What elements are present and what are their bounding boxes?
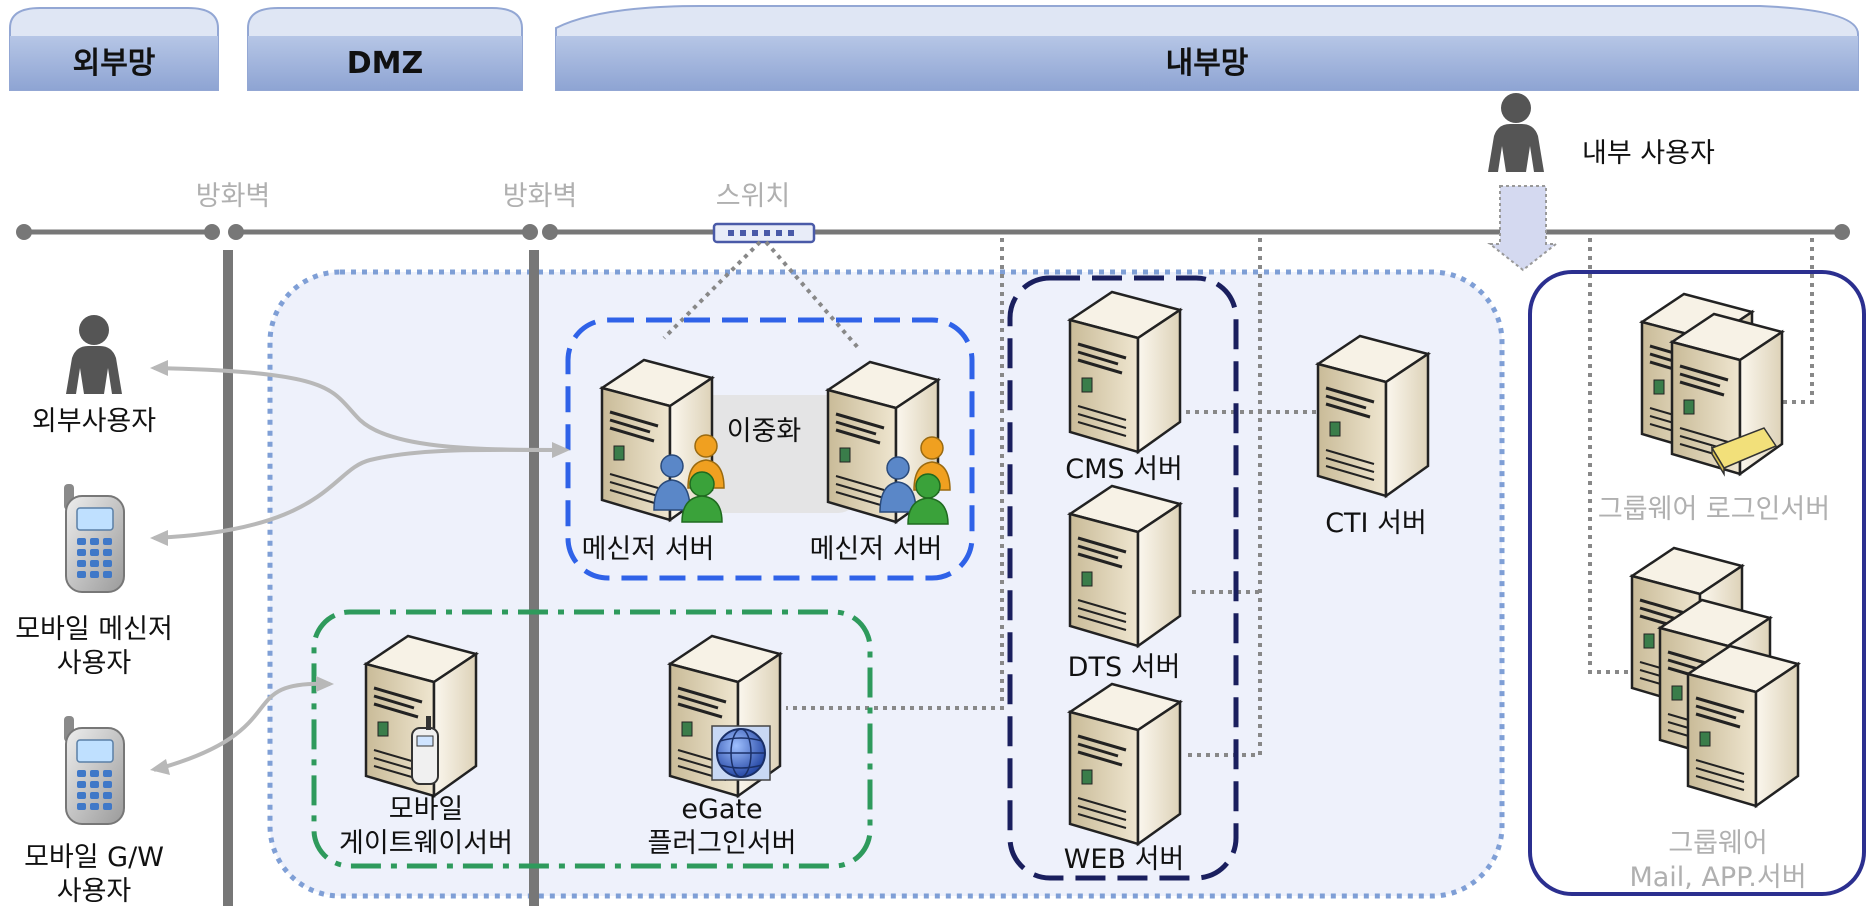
zone-header-dmz: DMZ bbox=[247, 7, 523, 91]
network-backbone bbox=[16, 224, 1850, 240]
mobile-messenger-phone-icon bbox=[63, 483, 125, 593]
mobile-messenger-user-label-2: 사용자 bbox=[57, 648, 132, 679]
connection-arrows bbox=[153, 366, 561, 772]
network-switch-icon bbox=[712, 222, 816, 244]
cti-server-icon bbox=[1316, 334, 1430, 498]
messenger-server-group-box bbox=[565, 317, 975, 581]
firewall-2-label: 방화벽 bbox=[503, 181, 578, 212]
mobile-gw-user-label-2: 사용자 bbox=[57, 876, 132, 906]
mobile-handset-badge-icon bbox=[411, 716, 439, 785]
groupware-login-server-label: 그룹웨어 로그인서버 bbox=[1598, 494, 1830, 525]
internal-user-label: 내부 사용자 bbox=[1582, 138, 1715, 169]
mobile-egate-server-group-box bbox=[311, 609, 873, 869]
cms-server-icon bbox=[1068, 290, 1182, 454]
cti-server-label: CTI 서버 bbox=[1325, 508, 1427, 539]
groupware-mail-server-label-2: Mail, APP.서버 bbox=[1629, 862, 1806, 893]
cms-server-label: CMS 서버 bbox=[1065, 454, 1183, 485]
external-user-label: 외부사용자 bbox=[32, 406, 156, 437]
egate-server-label-2: 플러그인서버 bbox=[647, 828, 796, 859]
external-user-icon bbox=[66, 315, 122, 394]
messenger-server-a-label: 메신저 서버 bbox=[582, 534, 715, 565]
mobile-gw-phone-icon bbox=[63, 715, 125, 825]
zone-label-dmz: DMZ bbox=[347, 46, 424, 81]
switch-label: 스위치 bbox=[716, 181, 791, 212]
groupware-connectors bbox=[1588, 238, 1814, 674]
zone-label-internal: 내부망 bbox=[1166, 46, 1249, 81]
zone-header-internal: 내부망 bbox=[555, 5, 1859, 91]
firewall-1-label: 방화벽 bbox=[196, 181, 271, 212]
core-server-group-box bbox=[1007, 275, 1239, 881]
web-server-icon bbox=[1068, 682, 1182, 846]
messenger-server-b-label: 메신저 서버 bbox=[810, 534, 943, 565]
mobile-gateway-server-label-1: 모바일 bbox=[389, 794, 464, 825]
internal-network-area bbox=[267, 269, 1505, 899]
mobile-gateway-server-label-2: 게이트웨이서버 bbox=[339, 828, 513, 859]
web-server-label: WEB 서버 bbox=[1064, 844, 1185, 875]
zone-header-external: 외부망 bbox=[9, 7, 219, 91]
egate-server-label-1: eGate bbox=[681, 794, 762, 825]
dts-server-icon bbox=[1068, 484, 1182, 648]
groupware-mail-server-label-1: 그룹웨어 bbox=[1668, 828, 1767, 859]
arrow-heads bbox=[150, 360, 570, 775]
groupware-mail-server-icon-c bbox=[1686, 644, 1800, 808]
mobile-messenger-user-label-1: 모바일 메신저 bbox=[15, 614, 173, 645]
globe-icon bbox=[711, 725, 771, 781]
internal-user-arrow bbox=[1487, 185, 1559, 272]
login-key-card-icon bbox=[1710, 427, 1778, 477]
mobile-gw-user-label-1: 모바일 G/W bbox=[24, 842, 164, 873]
internal-user-icon bbox=[1488, 93, 1544, 172]
zone-label-external: 외부망 bbox=[73, 46, 156, 81]
redundancy-label: 이중화 bbox=[727, 416, 802, 447]
dts-server-label: DTS 서버 bbox=[1068, 652, 1181, 683]
